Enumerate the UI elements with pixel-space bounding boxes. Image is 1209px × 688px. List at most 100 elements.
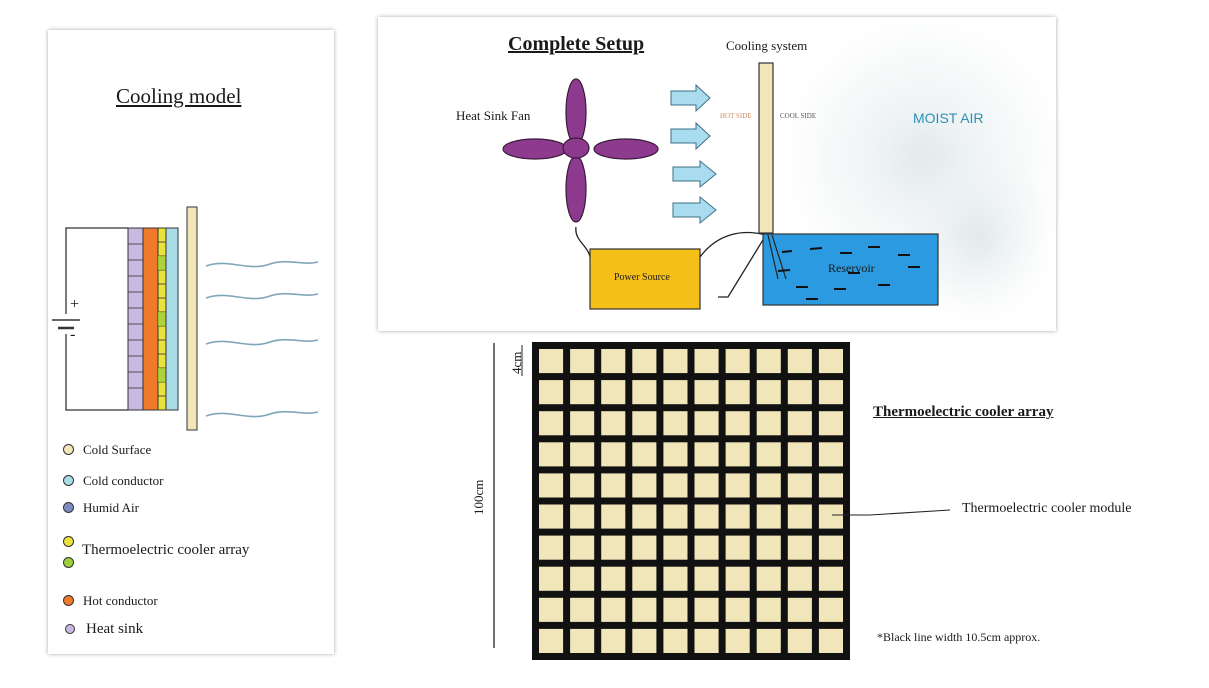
legend-label-hot-conductor: Hot conductor (83, 593, 158, 608)
battery-minus: - (70, 326, 76, 343)
tec-module-cell (787, 504, 812, 529)
tec-module-cell (601, 504, 626, 529)
tec-module-cell (787, 411, 812, 436)
tec-module-cell (601, 349, 626, 374)
tec-module-cell (787, 473, 812, 498)
tec-module-cell (663, 504, 688, 529)
cooling-model-title: Cooling model (116, 84, 242, 108)
tec-module-cell (787, 566, 812, 591)
power-source-label: Power Source (614, 272, 670, 283)
tec-module-cell (756, 473, 781, 498)
heat-sink-fan-label: Heat Sink Fan (456, 108, 531, 123)
side-dimension-label: 100cm (471, 479, 486, 515)
tec-module-cell (632, 349, 657, 374)
tec-module-cell (539, 442, 564, 467)
tec-module-cell (601, 473, 626, 498)
moist-air-label: MOIST AIR (913, 110, 984, 126)
tec-module-cell (725, 380, 750, 405)
tec-module-cell (601, 380, 626, 405)
tec-module-cell (756, 597, 781, 622)
tec-module-cell (756, 411, 781, 436)
tec-module-cell (539, 504, 564, 529)
tec-module-cell (725, 628, 750, 653)
tec-module-cell (725, 473, 750, 498)
tec-module-cell (663, 535, 688, 560)
complete-setup-diagram (502, 7, 1073, 327)
tec-module-cell (570, 380, 595, 405)
tec-module-cell (725, 535, 750, 560)
tec-module-cell (756, 566, 781, 591)
tec-module-cell (539, 566, 564, 591)
tec-module-cell (570, 442, 595, 467)
tec-module-cell (818, 628, 843, 653)
legend-label-cold-conductor: Cold conductor (83, 473, 164, 488)
tec-module-cell (818, 442, 843, 467)
tec-module-cell (787, 349, 812, 374)
tec-module-cell (539, 380, 564, 405)
tec-module-cell (694, 411, 719, 436)
tec-module-label: Thermoelectric cooler module (962, 501, 1132, 516)
tec-module-cell (787, 628, 812, 653)
tec-module-cell (818, 566, 843, 591)
tec-module-cell (756, 535, 781, 560)
tec-module-cell (818, 411, 843, 436)
tec-module-cell (632, 504, 657, 529)
cooling-model-panel: Cooling model (48, 30, 334, 654)
cooling-plate (758, 62, 774, 234)
tec-module-cell (663, 380, 688, 405)
tec-module-cell (818, 380, 843, 405)
complete-setup-title: Complete Setup (508, 33, 645, 55)
tec-module-cell (632, 380, 657, 405)
tec-module-cell (663, 566, 688, 591)
tec-module-cell (756, 504, 781, 529)
legend-swatch-cold-conductor (63, 475, 74, 486)
tec-module-cell (663, 597, 688, 622)
tec-module-cell (694, 535, 719, 560)
tec-module-cell (601, 442, 626, 467)
tec-module-cell (694, 597, 719, 622)
tec-module-cell (570, 349, 595, 374)
legend-swatch-heat-sink (65, 624, 75, 634)
tec-module-cell (539, 349, 564, 374)
legend-swatch-cold-surface (63, 444, 74, 455)
tec-module-cell (725, 349, 750, 374)
legend-swatch-hot-conductor (63, 595, 74, 606)
tec-module-cell (756, 349, 781, 374)
tec-module-cell (663, 473, 688, 498)
tec-module-cell (632, 411, 657, 436)
tec-module-cell (601, 535, 626, 560)
line-width-note: *Black line width 10.5cm approx. (877, 630, 1041, 644)
tec-module-cell (818, 349, 843, 374)
legend-label-heat-sink: Heat sink (86, 621, 144, 637)
tec-module-cell (601, 628, 626, 653)
tec-module-cell (539, 411, 564, 436)
tec-module-cell (694, 628, 719, 653)
tec-module-cell (787, 380, 812, 405)
tec-module-cell (570, 473, 595, 498)
tec-module-cell (570, 597, 595, 622)
tec-module-cell (756, 628, 781, 653)
tec-module-cell (632, 628, 657, 653)
tec-module-cell (725, 566, 750, 591)
tec-module-cell (570, 628, 595, 653)
tec-module-cell (694, 566, 719, 591)
tec-module-cell (787, 442, 812, 467)
tec-module-cell (818, 473, 843, 498)
tec-module-cell (539, 535, 564, 560)
tec-module-cell (756, 442, 781, 467)
tec-module-cell (694, 380, 719, 405)
tec-module-cell (694, 473, 719, 498)
tec-module-cell (570, 504, 595, 529)
tec-module-cell (725, 411, 750, 436)
reservoir-box (762, 233, 939, 306)
legend-label-humid-air: Humid Air (83, 500, 139, 515)
tec-module-cell (601, 566, 626, 591)
tec-module-cell (756, 380, 781, 405)
tec-module-cell (632, 566, 657, 591)
tec-module-cell (725, 597, 750, 622)
tec-module-cell (725, 504, 750, 529)
legend-swatch-tec-green (63, 557, 74, 568)
legend-label-tec-array: Thermoelectric cooler array (82, 542, 250, 558)
tec-module-cell (663, 628, 688, 653)
